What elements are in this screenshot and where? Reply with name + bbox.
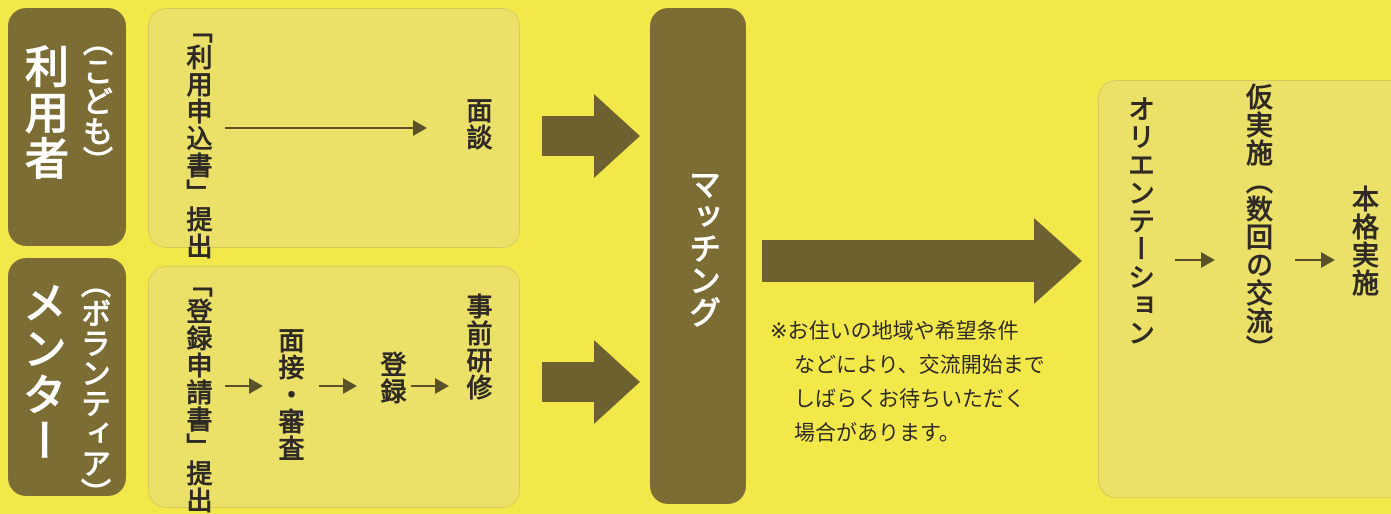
note-line-2: などにより、交流開始まで [794,353,1045,377]
mentor-step-training: 事前研修 [462,293,492,401]
flow-arrow-2 [1295,252,1335,268]
mentor-step-screening: 面接・審査 [274,327,304,462]
mentor-steps-box: 「登録申請書」提出 面接・審査 登録 事前研修 [148,266,520,514]
flow-step-full: 本格実施 [1347,185,1378,297]
mentor-label-sub: （ボランティア） [75,268,110,508]
user-to-matching-arrow [542,94,640,178]
flow-step-trial: 仮実施（数回の交流） [1241,83,1272,363]
waiting-note: ※お住いの地域や希望条件 などにより、交流開始まで しばらくお待ちいただく 場合… [770,314,1045,450]
flow-step-orientation: オリエンテーション [1123,95,1154,347]
mentor-step-arrow-3 [411,378,449,394]
user-step-arrow [225,120,427,136]
matching-to-flow-arrow [762,218,1082,304]
user-steps-box: 「利用申込書」提出 面談 [148,8,520,260]
note-line-3: しばらくお待ちいただく [794,387,1025,411]
flow-arrow-1 [1175,252,1215,268]
matching-label: マッチング [684,168,722,328]
mentor-step-arrow-1 [225,378,263,394]
user-label-sub: （こども） [77,26,112,176]
note-line-1: ※お住いの地域や希望条件 [770,319,1019,343]
user-step-application: 「利用申込書」提出 [182,17,212,260]
mentor-step-arrow-2 [319,378,357,394]
mentor-label-main: メンター [15,280,66,464]
mentor-to-matching-arrow [542,340,640,424]
note-line-4: 場合があります。 [794,421,960,445]
user-label-main: 利用者 [17,44,68,182]
user-step-interview: 面談 [462,97,492,151]
matching-box: マッチング [650,8,746,504]
user-label-box: （こども） 利用者 [8,8,126,246]
mentor-step-registration: 登録 [376,351,406,405]
mentor-label-box: （ボランティア） メンター [8,258,126,508]
mentor-step-application: 「登録申請書」提出 [182,271,212,514]
flow-box: オリエンテーション 仮実施（数回の交流） 本格実施 [1098,80,1391,498]
